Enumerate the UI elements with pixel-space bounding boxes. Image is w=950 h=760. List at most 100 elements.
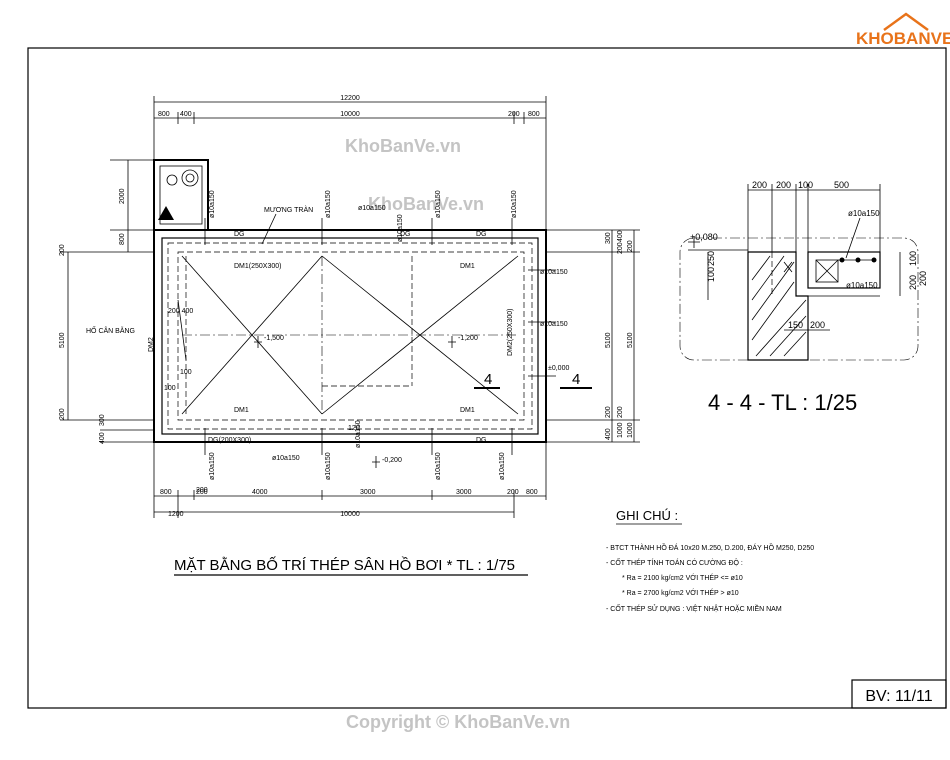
notes-block: GHI CHÚ : - BTCT THÀNH HỒ ĐÁ 10x20 M.250… bbox=[606, 508, 814, 613]
watermark-top: KhoBanVe.vn bbox=[345, 136, 461, 156]
section-cut-right: 4 bbox=[572, 371, 580, 388]
dim-right-200c: 200 bbox=[605, 406, 612, 418]
dims-top: 12200 10000 800 400 200 800 bbox=[153, 95, 547, 230]
dm1-top-left: DM1(250X300) bbox=[234, 263, 281, 270]
sec-dim-i: 100 bbox=[908, 251, 918, 266]
watermark-copyright: Copyright © KhoBanVe.vn bbox=[346, 712, 570, 732]
dim-bot-4: 3000 bbox=[360, 489, 376, 496]
dim-left-2000: 2000 bbox=[119, 188, 126, 204]
pump-icon bbox=[181, 169, 199, 187]
sec-dim-j: 250 bbox=[706, 251, 716, 266]
muong-tran-label: MƯƠNG TRÀN bbox=[264, 205, 313, 214]
section-cut-left: 4 bbox=[484, 371, 492, 388]
dim-left-400: 400 bbox=[99, 432, 106, 444]
plan-labels: MƯƠNG TRÀN HỐ CÂN BẰNG DM1(250X300) DM1 … bbox=[86, 190, 569, 494]
dim-120: 120 bbox=[348, 425, 360, 432]
sec-dim-f: 200 bbox=[810, 320, 825, 330]
level-left: -1,500 bbox=[264, 335, 284, 342]
dg-bot-right: DG bbox=[476, 437, 487, 444]
dim-right-1000b: 1000 bbox=[627, 422, 634, 438]
dm1-bot-left: DM1 bbox=[234, 407, 249, 414]
dim-bot-5: 3000 bbox=[456, 489, 472, 496]
note-line-1: - BTCT THÀNH HỒ ĐÁ 10x20 M.250, D.200, Đ… bbox=[606, 542, 814, 552]
section-detail: 200 200 100 500 +0,080 ø10a150 ø10a150 bbox=[679, 180, 928, 361]
dg-top-right: DG bbox=[476, 231, 487, 238]
dim-200-400: 200 400 bbox=[168, 308, 193, 315]
rebar-top-v3: ø10a150 bbox=[435, 190, 442, 218]
dm1-bot-right: DM1 bbox=[460, 407, 475, 414]
pool-inner-wall bbox=[161, 237, 539, 435]
note-line-2: - CỐT THÉP TÍNH TOÁN CÓ CƯỜNG ĐỘ : bbox=[606, 557, 743, 567]
dim-bot-2: 200 bbox=[196, 489, 208, 496]
pool-beam-line bbox=[167, 242, 533, 430]
dim-right-5100b: 5100 bbox=[627, 332, 634, 348]
dim-top-right-a: 200 bbox=[508, 111, 520, 118]
sheet-frame bbox=[27, 47, 947, 709]
dim-right-200d: 200 bbox=[617, 406, 624, 418]
rebar-top-v2: ø10a150 bbox=[325, 190, 332, 218]
dim-overall-top: 12200 bbox=[340, 95, 360, 102]
dim-bot-1: 800 bbox=[160, 489, 172, 496]
dim-left-300: 300 bbox=[99, 414, 106, 426]
dim-bot-7: 800 bbox=[526, 489, 538, 496]
rebar-bot-v3: ø10a150 bbox=[435, 452, 442, 480]
pool-slab-line bbox=[177, 251, 525, 421]
sec-dim-a: 200 bbox=[752, 180, 767, 190]
note-line-5: - CỐT THÉP SỬ DỤNG : VIỆT NHẬT HOẶC MIỀN… bbox=[606, 603, 782, 613]
sec-dim-d: 500 bbox=[834, 180, 849, 190]
dim-100: 100 bbox=[164, 385, 176, 392]
sheet-number-box bbox=[851, 679, 947, 709]
dim-right-200b: 200 bbox=[627, 240, 634, 252]
sec-dim-c: 100 bbox=[798, 180, 813, 190]
dim-left-200: 200 bbox=[59, 244, 66, 256]
dim-left-200b: 200 bbox=[59, 408, 66, 420]
rebar-right-2: ø10a150 bbox=[540, 321, 568, 328]
sec-rebar-bot: ø10a150 bbox=[846, 281, 878, 290]
watermark-middle: KhoBanVe.vn bbox=[368, 194, 484, 214]
dim-bot-left: 1200 bbox=[168, 511, 184, 518]
dim-bot-inner: 10000 bbox=[340, 511, 360, 518]
dim-left-5100: 5100 bbox=[59, 332, 66, 348]
pool-plan: 4 4 bbox=[153, 159, 592, 468]
rebar-top-v5: ø10a150 bbox=[397, 214, 404, 242]
dim-top-left-b: 400 bbox=[180, 111, 192, 118]
balance-pit bbox=[153, 159, 209, 231]
pool-outer-wall bbox=[153, 229, 547, 443]
dim-top-right-b: 800 bbox=[528, 111, 540, 118]
dm2-left: DM2 bbox=[148, 337, 155, 352]
dim-100b: 100 bbox=[180, 369, 192, 376]
ladder-icon bbox=[158, 206, 174, 220]
rebar-right-1: ø10a150 bbox=[540, 269, 568, 276]
dim-200-small: 200 bbox=[196, 487, 208, 494]
dim-bot-3: 4000 bbox=[252, 489, 268, 496]
sec-dim-h: 100 bbox=[706, 267, 716, 282]
rebar-top-v1: ø10a150 bbox=[209, 190, 216, 218]
dims-left: 2000 800 200 5100 200 400 300 bbox=[59, 159, 154, 444]
dim-right-1000: 1000 bbox=[617, 422, 624, 438]
ho-can-bang-label: HỐ CÂN BẰNG bbox=[86, 325, 135, 335]
dm1-top-right: DM1 bbox=[460, 263, 475, 270]
logo-text: KHOBANVE bbox=[856, 29, 950, 48]
sec-level: +0,080 bbox=[690, 232, 718, 242]
rebar-top-v4: ø10a150 bbox=[511, 190, 518, 218]
dim-right-300: 300 bbox=[605, 232, 612, 244]
rebar-bot-v5: ø10a150 bbox=[355, 420, 362, 448]
rebar-bottom-horizontal: ø10a150 bbox=[272, 455, 300, 462]
dim-bot-6: 200 bbox=[507, 489, 519, 496]
plan-title: MẶT BẰNG BỐ TRÍ THÉP SÂN HỒ BƠI * TL : 1… bbox=[174, 556, 515, 574]
dim-right-400b: 400 bbox=[605, 428, 612, 440]
sec-dim-k: 200 bbox=[908, 275, 918, 290]
khobanve-logo: KHOBANVE bbox=[856, 12, 950, 48]
rebar-top-horizontal: ø10a150 bbox=[358, 205, 386, 212]
sec-dim-g: 200 bbox=[918, 271, 928, 286]
dim-inner-top: 10000 bbox=[340, 111, 360, 118]
level-outside: -0,200 bbox=[382, 457, 402, 464]
sheet-number: BV: 11/11 bbox=[865, 688, 932, 705]
balance-pit-inner bbox=[159, 165, 203, 225]
dg-top-left: DG bbox=[234, 231, 245, 238]
level-right: -1,200 bbox=[458, 335, 478, 342]
rebar-bot-v2: ø10a150 bbox=[325, 452, 332, 480]
dg-bot-left: DG(200X300) bbox=[208, 437, 251, 444]
dim-left-800: 800 bbox=[119, 233, 126, 245]
dims-bottom: 800 4000 3000 3000 200 800 200 1200 1000… bbox=[153, 442, 547, 518]
